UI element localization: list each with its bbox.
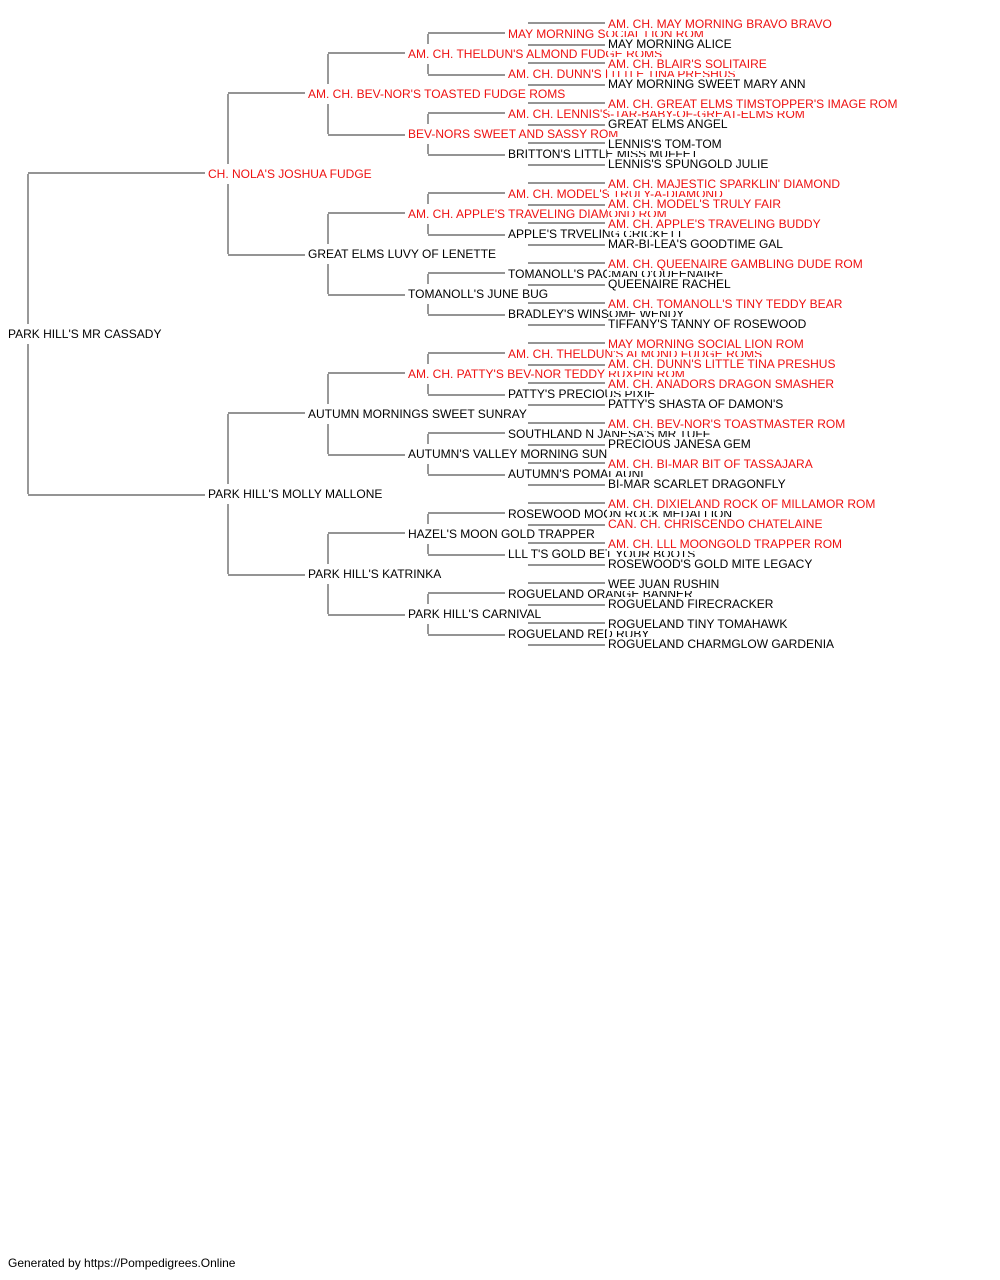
ancestor-name: AM. CH. TOMANOLL'S TINY TEDDY BEAR: [608, 297, 843, 311]
label-backing: [607, 217, 822, 231]
ancestor-name: PRECIOUS JANESA GEM: [608, 437, 751, 451]
ancestor-name: AM. CH. APPLE'S TRAVELING DIAMOND ROM: [408, 207, 667, 221]
ancestor-name: GREAT ELMS ANGEL: [608, 117, 728, 131]
ancestor-name: QUEENAIRE RACHEL: [608, 277, 731, 291]
label-backing: [407, 127, 620, 141]
label-backing: [307, 247, 498, 261]
ancestor-name: PARK HILL'S KATRINKA: [308, 567, 441, 581]
label-backing: [607, 277, 733, 291]
label-backing: [607, 317, 808, 331]
label-backing: [607, 437, 752, 451]
label-backing: [607, 357, 837, 371]
label-backing: [607, 17, 833, 31]
label-backing: [607, 557, 814, 571]
ancestor-name: HAZEL'S MOON GOLD TRAPPER: [408, 527, 595, 541]
label-backing: [7, 327, 163, 341]
label-backing: [607, 377, 836, 391]
label-backing: [607, 457, 814, 471]
ancestor-name: CH. NOLA'S JOSHUA FUDGE: [208, 167, 372, 181]
label-backing: [607, 297, 844, 311]
ancestor-name: PARK HILL'S MOLLY MALLONE: [208, 487, 382, 501]
ancestor-name: AM. CH. DUNN'S LITTLE TINA PRESHUS: [608, 357, 835, 371]
label-backing: [607, 177, 842, 191]
ancestor-name: MAY MORNING SOCIAL LION ROM: [608, 337, 804, 351]
ancestor-name: PATTY'S SHASTA OF DAMON'S: [608, 397, 783, 411]
label-backing: [607, 637, 836, 651]
label-backing: [607, 577, 721, 591]
label-backing: [607, 337, 805, 351]
ancestor-name: ROGUELAND CHARMGLOW GARDENIA: [608, 637, 834, 651]
label-backing: [407, 47, 664, 61]
ancestor-name: BEV-NORS SWEET AND SASSY ROM: [408, 127, 618, 141]
ancestor-name: MAY MORNING ALICE: [608, 37, 732, 51]
label-backing: [607, 597, 775, 611]
ancestor-name: AM. CH. MAJESTIC SPARKLIN' DIAMOND: [608, 177, 840, 191]
ancestor-name: AM. CH. LLL MOONGOLD TRAPPER ROM: [608, 537, 842, 551]
label-backing: [207, 167, 373, 181]
ancestor-name: MAR-BI-LEA'S GOODTIME GAL: [608, 237, 783, 251]
label-backing: [407, 287, 550, 301]
label-backing: [607, 137, 723, 151]
ancestor-name: AM. CH. APPLE'S TRAVELING BUDDY: [608, 217, 821, 231]
ancestor-name: PARK HILL'S CARNIVAL: [408, 607, 542, 621]
ancestor-name: AM. CH. DIXIELAND ROCK OF MILLAMOR ROM: [608, 497, 875, 511]
ancestor-name: ROGUELAND TINY TOMAHAWK: [608, 617, 787, 631]
label-backing: [607, 517, 824, 531]
ancestor-name: AM. CH. ANADORS DRAGON SMASHER: [608, 377, 834, 391]
label-backing: [607, 157, 770, 171]
footer-credit: Generated by https://Pompedigrees.Online: [8, 1256, 236, 1270]
ancestor-name: AM. CH. BEV-NOR'S TOASTED FUDGE ROMS: [308, 87, 565, 101]
label-backing: [407, 607, 543, 621]
ancestor-name: AM. CH. BI-MAR BIT OF TASSAJARA: [608, 457, 813, 471]
label-backing: [607, 477, 787, 491]
ancestor-name: AM. CH. QUEENAIRE GAMBLING DUDE ROM: [608, 257, 863, 271]
label-backing: [607, 77, 807, 91]
ancestor-name: TIFFANY'S TANNY OF ROSEWOOD: [608, 317, 807, 331]
label-backing: [607, 197, 783, 211]
label-backing: [407, 527, 597, 541]
label-backing: [607, 257, 864, 271]
ancestor-name: AM. CH. GREAT ELMS TIMSTOPPER'S IMAGE RO…: [608, 97, 897, 111]
label-backing: [407, 447, 609, 461]
label-backing: [607, 497, 877, 511]
label-backing: [307, 87, 567, 101]
ancestor-name: WEE JUAN RUSHIN: [608, 577, 719, 591]
ancestor-name: TOMANOLL'S JUNE BUG: [408, 287, 548, 301]
ancestor-name: AM. CH. BLAIR'S SOLITAIRE: [608, 57, 767, 71]
ancestor-name: AM. CH. MODEL'S TRULY FAIR: [608, 197, 781, 211]
ancestor-name: ROGUELAND FIRECRACKER: [608, 597, 774, 611]
label-backing: [607, 237, 785, 251]
ancestor-name: BI-MAR SCARLET DRAGONFLY: [608, 477, 786, 491]
ancestor-name: CAN. CH. CHRISCENDO CHATELAINE: [608, 517, 822, 531]
ancestor-name: AUTUMN'S VALLEY MORNING SUN: [408, 447, 607, 461]
ancestor-name: AUTUMN MORNINGS SWEET SUNRAY: [308, 407, 527, 421]
label-backing: [607, 37, 733, 51]
label-backing: [607, 97, 899, 111]
label-backing: [607, 617, 789, 631]
label-backing: [607, 57, 768, 71]
ancestor-name: AM. CH. MAY MORNING BRAVO BRAVO: [608, 17, 832, 31]
ancestor-name: AM. CH. BEV-NOR'S TOASTMASTER ROM: [608, 417, 845, 431]
label-backing: [407, 207, 668, 221]
ancestor-name: MAY MORNING SWEET MARY ANN: [608, 77, 806, 91]
ancestor-name: LENNIS'S TOM-TOM: [608, 137, 722, 151]
label-backing: [307, 567, 443, 581]
ancestor-name: AM. CH. THELDUN'S ALMOND FUDGE ROMS: [408, 47, 662, 61]
label-backing: [207, 487, 384, 501]
ancestor-name: LENNIS'S SPUNGOLD JULIE: [608, 157, 768, 171]
subject-name: PARK HILL'S MR CASSADY: [8, 327, 161, 341]
label-backing: [607, 537, 844, 551]
label-backing: [607, 417, 847, 431]
label-backing: [607, 397, 785, 411]
ancestor-name: ROSEWOOD'S GOLD MITE LEGACY: [608, 557, 812, 571]
label-backing: [307, 407, 528, 421]
ancestor-name: GREAT ELMS LUVY OF LENETTE: [308, 247, 496, 261]
label-backing: [607, 117, 729, 131]
